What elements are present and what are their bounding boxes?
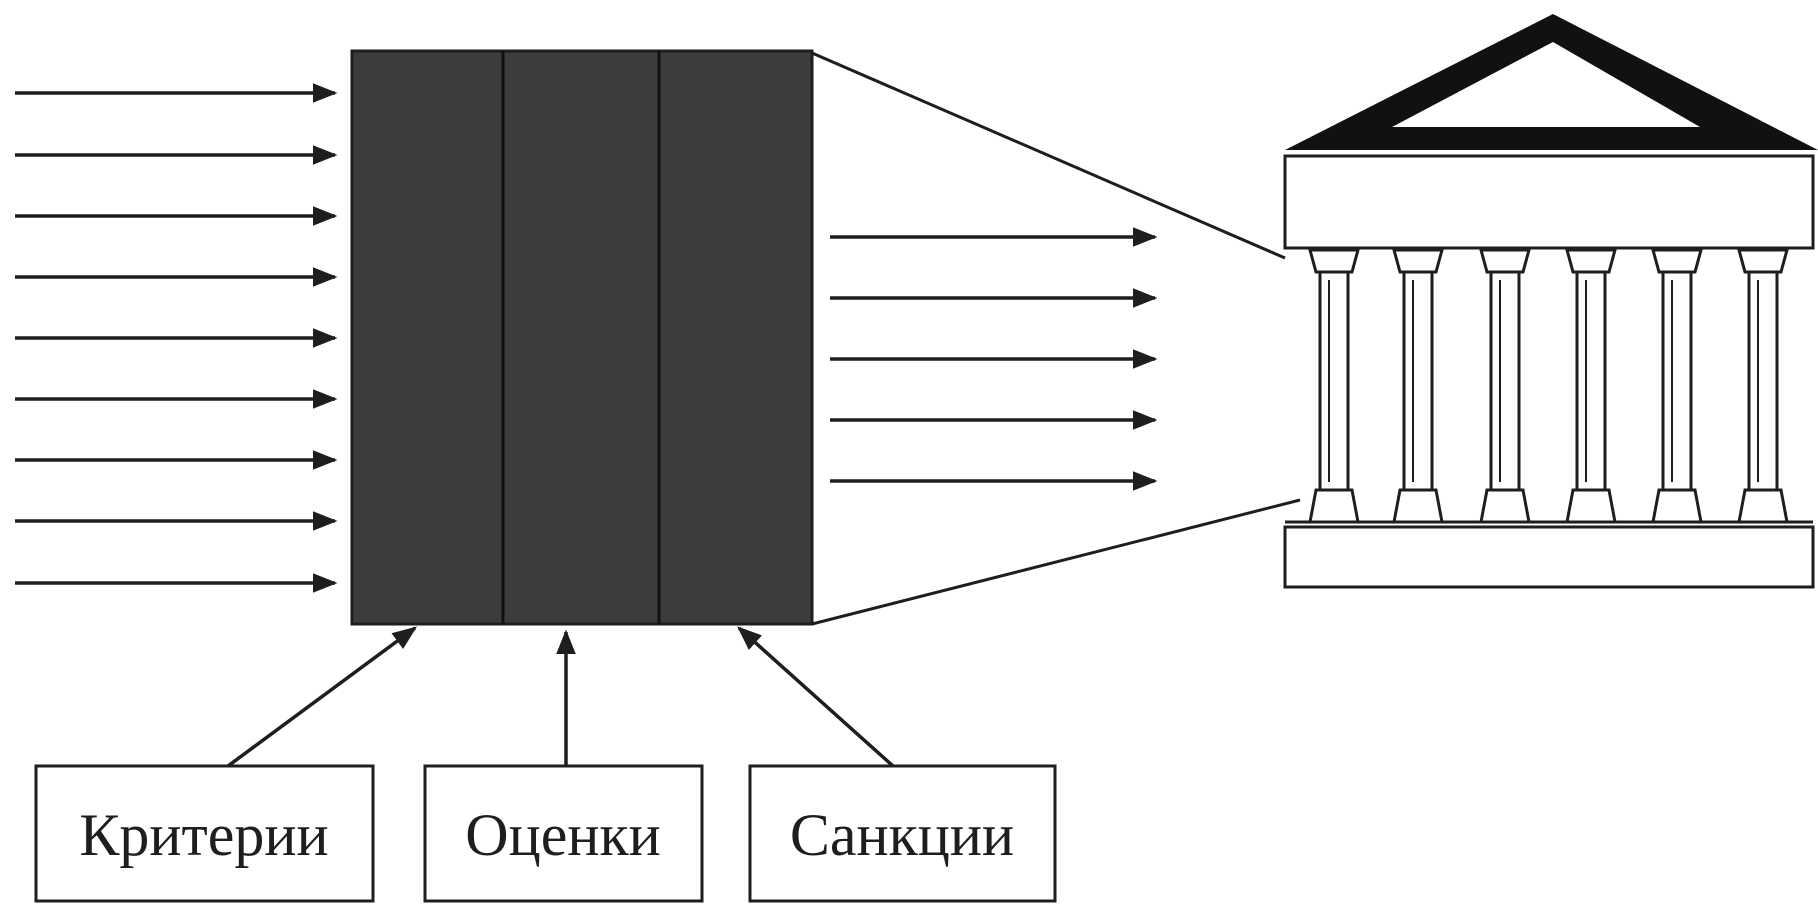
assessments-label: Оценки: [465, 802, 660, 868]
temple-icon: [1283, 14, 1818, 589]
output-arrows: [830, 227, 1158, 491]
label-arrows: [226, 626, 895, 768]
temple-entablature: [1283, 154, 1815, 250]
temple-column: [1737, 248, 1789, 524]
funnel-lines: [811, 51, 1301, 626]
temple-column: [1308, 248, 1360, 524]
filter-block-body: [350, 49, 814, 626]
sanctions-label: Санкции: [790, 802, 1014, 868]
sanctions-box: Санкции: [748, 764, 1057, 903]
filter-block: [350, 49, 814, 626]
criteria-label: Критерии: [79, 802, 328, 868]
temple-roof: [1285, 14, 1818, 150]
temple-columns: [1285, 248, 1813, 524]
criteria-arrow: [226, 626, 417, 768]
criteria-box-frame: [34, 764, 375, 903]
funnel-top-line: [811, 51, 1286, 260]
temple-column: [1651, 248, 1703, 524]
sanctions-box-frame: [748, 764, 1057, 903]
funnel-bottom-line: [811, 498, 1301, 626]
assessments-box: Оценки: [423, 764, 704, 903]
criteria-box: Критерии: [34, 764, 375, 903]
sanctions-arrow: [737, 626, 895, 768]
temple-column: [1565, 248, 1617, 524]
temple-column: [1479, 248, 1531, 524]
assessments-box-frame: [423, 764, 704, 903]
input-arrows: [15, 83, 338, 593]
temple-base: [1283, 525, 1815, 589]
temple-column: [1392, 248, 1444, 524]
